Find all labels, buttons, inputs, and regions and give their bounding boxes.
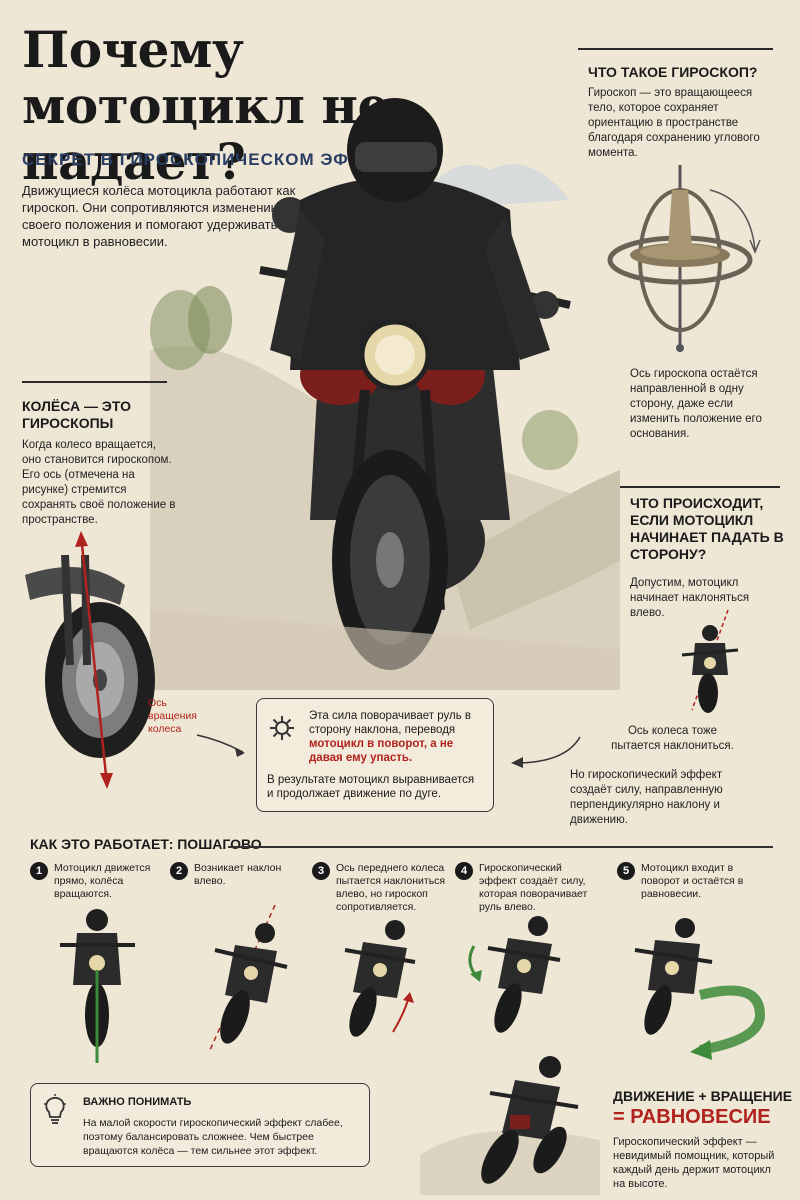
steps-heading: КАК ЭТО РАБОТАЕТ: ПОШАГОВО <box>30 836 262 852</box>
wheel-axis-label: Ось вращения колеса <box>148 697 197 735</box>
wheels-text: Когда колесо вращается, оно становится г… <box>22 439 176 526</box>
gyro-heading: ЧТО ТАКОЕ ГИРОСКОП? <box>588 64 758 80</box>
lean-motorcycle-illustration <box>681 609 739 713</box>
page-subtitle: СЕКРЕТ В ГИРОСКОПИЧЕСКОМ ЭФФЕКТЕ <box>22 150 412 169</box>
step-number: 3 <box>312 862 330 880</box>
important-box: ВАЖНО ПОНИМАТЬ На малой скорости гироско… <box>30 1083 370 1167</box>
gyro-text: Гироскоп — это вращающееся тело, которое… <box>588 87 760 159</box>
lean-rule <box>620 486 780 488</box>
step-4-illustration <box>468 916 561 1033</box>
step-text: Возникает наклон влево. <box>194 862 282 887</box>
equation-result: = РАВНОВЕСИЕ <box>613 1106 771 1128</box>
step-1: 1 Мотоцикл движется прямо, колёса вращают… <box>30 862 180 901</box>
step-number: 4 <box>455 862 473 880</box>
wheels-rule <box>22 381 167 383</box>
wheels-heading: КОЛЁСА — ЭТО ГИРОСКОПЫ <box>22 398 131 431</box>
step-4: 4 Гироскопический эффект создаёт силу, ко… <box>455 862 605 914</box>
lightbulb-icon <box>44 1094 66 1124</box>
step-number: 2 <box>170 862 188 880</box>
step-3-illustration <box>344 920 416 1037</box>
step-2-illustration <box>209 905 288 1051</box>
gyro-rule <box>578 48 773 50</box>
step-text: Мотоцикл движется прямо, колёса вращаютс… <box>54 862 151 900</box>
step-5: 5 Мотоцикл входит в поворот и остаётся в … <box>617 862 767 901</box>
steps-rule <box>228 846 773 848</box>
final-motorcycle-illustration <box>420 1056 600 1195</box>
lean-force-note: Но гироскопический эффект создаёт силу, … <box>570 769 723 826</box>
force-card-highlight: мотоцикл в поворот, а не давая ему упаст… <box>309 738 454 764</box>
step-3: 3 Ось переднего колеса пытается наклонить… <box>312 862 462 914</box>
force-card: Эта сила поворачивает руль в сторону нак… <box>256 698 494 812</box>
important-text: На малой скорости гироскопический эффект… <box>83 1117 343 1157</box>
step-number: 5 <box>617 862 635 880</box>
force-card-line1: Эта сила поворачивает руль в сторону нак… <box>309 710 472 736</box>
force-card-line2: В результате мотоцикл выравнивается и пр… <box>267 774 475 800</box>
lean-axis-note: Ось колеса тоже пытается наклониться. <box>611 725 734 752</box>
gyro-caption: Ось гироскопа остаётся направленной в од… <box>630 368 762 440</box>
equation-label: ДВИЖЕНИЕ + ВРАЩЕНИЕ <box>613 1088 793 1104</box>
page-title: Почему мотоцикл не падает? <box>22 20 389 191</box>
gyroscope-illustration <box>607 165 761 352</box>
step-text: Мотоцикл входит в поворот и остаётся в р… <box>641 862 744 900</box>
wheel-axis-illustration <box>25 531 155 789</box>
important-heading: ВАЖНО ПОНИМАТЬ <box>83 1096 192 1108</box>
gear-icon <box>270 716 294 740</box>
step-2: 2 Возникает наклон влево. <box>170 862 320 888</box>
hero-motorcycle-illustration <box>150 98 620 690</box>
step-text: Ось переднего колеса пытается наклонитьс… <box>336 862 446 913</box>
axis-arrow-icon <box>196 734 245 757</box>
curved-arrow-icon <box>511 736 581 768</box>
step-5-illustration <box>634 918 766 1060</box>
step-number: 1 <box>30 862 48 880</box>
lean-text: Допустим, мотоцикл начинает наклоняться … <box>630 577 750 619</box>
step-text: Гироскопический эффект создаёт силу, кот… <box>479 862 588 913</box>
equation-text: Гироскопический эффект — невидимый помощ… <box>613 1136 775 1190</box>
intro-text: Движущиеся колёса мотоцикла работают как… <box>22 183 296 249</box>
lean-heading: ЧТО ПРОИСХОДИТ, ЕСЛИ МОТОЦИКЛ НАЧИНАЕТ П… <box>630 495 784 562</box>
step-1-illustration <box>60 909 135 1063</box>
